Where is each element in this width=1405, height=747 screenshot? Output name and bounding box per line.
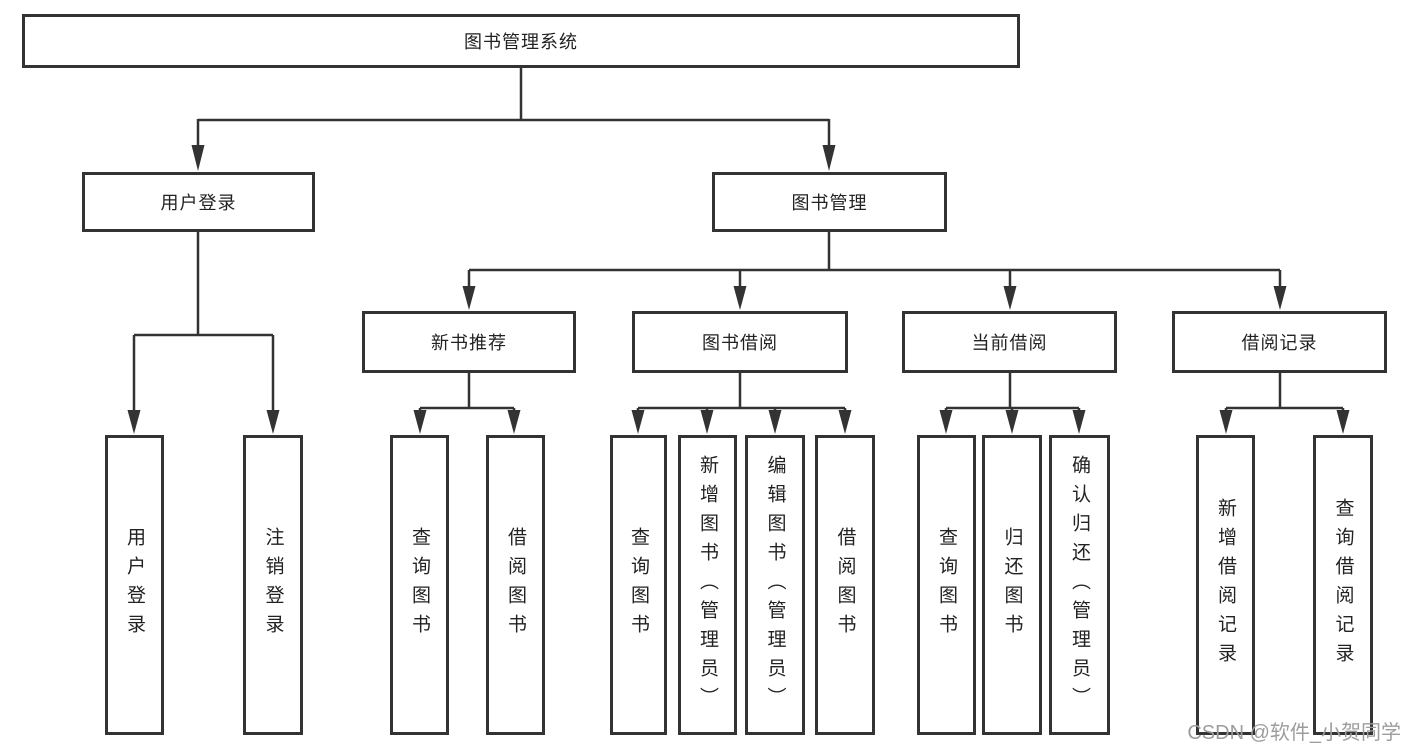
leaf-edit-books-admin-label: 编辑图书（管理员）: [764, 454, 786, 716]
node-library-management-system: 图书管理系统: [22, 14, 1020, 68]
leaf-add-borrow-record: 新增借阅记录: [1196, 435, 1255, 735]
leaf-add-borrow-record-label: 新增借阅记录: [1215, 498, 1236, 672]
leaf-query-books-recommend: 查询图书: [390, 435, 449, 735]
node-user-login-label: 用户登录: [160, 193, 237, 213]
leaf-confirm-return-admin-label: 确认归还（管理员）: [1069, 454, 1090, 716]
node-borrowing-records-label: 借阅记录: [1241, 333, 1318, 353]
leaf-return-books: 归还图书: [982, 435, 1042, 735]
node-book-borrowing: 图书借阅: [632, 311, 848, 373]
leaf-query-books-recommend-label: 查询图书: [409, 527, 430, 643]
node-library-management-system-label: 图书管理系统: [464, 32, 578, 52]
node-book-management: 图书管理: [712, 172, 947, 232]
node-new-book-recommend: 新书推荐: [362, 311, 576, 373]
leaf-add-books-admin: 新增图书（管理员）: [678, 435, 737, 735]
leaf-borrow-books-recommend-label: 借阅图书: [505, 527, 526, 643]
node-book-management-label: 图书管理: [791, 193, 868, 213]
node-borrowing-records: 借阅记录: [1172, 311, 1387, 373]
leaf-query-books-current-label: 查询图书: [936, 527, 957, 643]
leaf-user-login: 用户登录: [105, 435, 164, 735]
node-current-borrowing: 当前借阅: [902, 311, 1117, 373]
node-current-borrowing-label: 当前借阅: [971, 333, 1048, 353]
leaf-query-books-borrowing: 查询图书: [610, 435, 667, 735]
leaf-borrow-books: 借阅图书: [815, 435, 875, 735]
leaf-query-borrow-record: 查询借阅记录: [1313, 435, 1373, 735]
leaf-logout-label: 注销登录: [262, 527, 284, 643]
leaf-edit-books-admin: 编辑图书（管理员）: [745, 435, 805, 735]
leaf-borrow-books-label: 借阅图书: [834, 527, 856, 643]
leaf-query-books-borrowing-label: 查询图书: [628, 527, 649, 643]
leaf-add-books-admin-label: 新增图书（管理员）: [697, 454, 718, 716]
node-user-login: 用户登录: [82, 172, 315, 232]
watermark: CSDN @软件_小贺同学: [1187, 722, 1401, 744]
leaf-borrow-books-recommend: 借阅图书: [486, 435, 545, 735]
arrowheads: [127, 145, 1350, 434]
leaf-return-books-label: 归还图书: [1001, 527, 1023, 643]
node-new-book-recommend-label: 新书推荐: [431, 333, 507, 353]
leaf-query-books-current: 查询图书: [917, 435, 976, 735]
leaf-query-borrow-record-label: 查询借阅记录: [1332, 498, 1354, 672]
node-book-borrowing-label: 图书借阅: [702, 333, 778, 353]
leaf-user-login-label: 用户登录: [124, 527, 145, 643]
leaf-logout: 注销登录: [243, 435, 303, 735]
leaf-confirm-return-admin: 确认归还（管理员）: [1049, 435, 1110, 735]
